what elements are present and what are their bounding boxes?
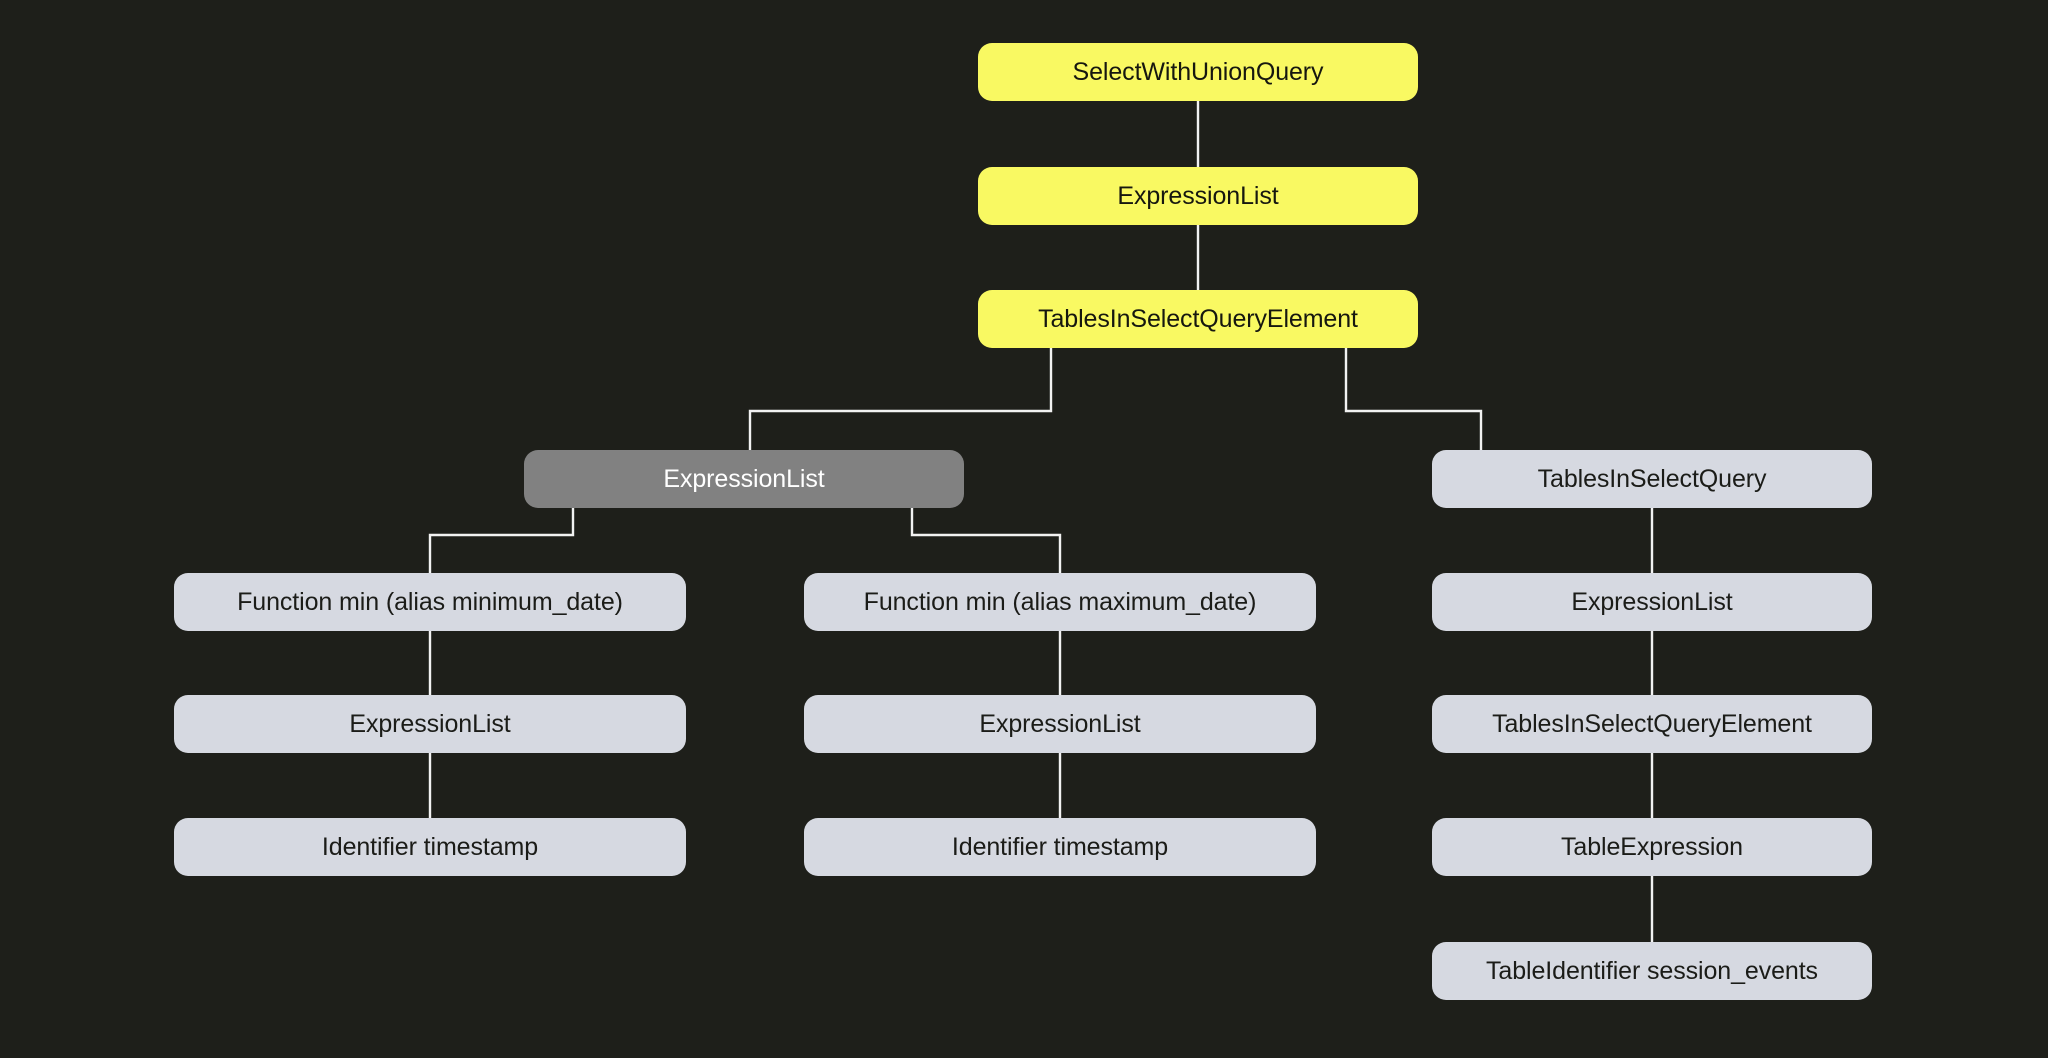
tree-node-n3[interactable]: ExpressionList <box>524 450 964 508</box>
tree-node-label: Function min (alias maximum_date) <box>863 587 1257 616</box>
tree-node-n0[interactable]: SelectWithUnionQuery <box>978 43 1418 101</box>
tree-node-n4[interactable]: TablesInSelectQuery <box>1432 450 1872 508</box>
tree-node-n2[interactable]: TablesInSelectQueryElement <box>978 290 1418 348</box>
tree-node-n8[interactable]: ExpressionList <box>174 695 686 753</box>
tree-node-label: ExpressionList <box>979 709 1141 738</box>
tree-node-n10[interactable]: TablesInSelectQueryElement <box>1432 695 1872 753</box>
tree-node-label: TablesInSelectQueryElement <box>1492 709 1812 738</box>
tree-node-n5[interactable]: Function min (alias minimum_date) <box>174 573 686 631</box>
tree-node-n12[interactable]: Identifier timestamp <box>804 818 1316 876</box>
tree-node-label: TableExpression <box>1561 832 1743 861</box>
tree-node-label: TablesInSelectQueryElement <box>1038 304 1358 333</box>
tree-node-n14[interactable]: TableIdentifier session_events <box>1432 942 1872 1000</box>
edge-n2-n4 <box>1344 346 1483 452</box>
tree-node-label: SelectWithUnionQuery <box>1072 57 1324 86</box>
tree-node-label: TablesInSelectQuery <box>1537 464 1767 493</box>
tree-node-n1[interactable]: ExpressionList <box>978 167 1418 225</box>
tree-node-label: ExpressionList <box>663 464 825 493</box>
tree-node-label: Identifier timestamp <box>321 832 539 861</box>
tree-node-label: ExpressionList <box>1571 587 1733 616</box>
tree-node-n7[interactable]: ExpressionList <box>1432 573 1872 631</box>
tree-node-n6[interactable]: Function min (alias maximum_date) <box>804 573 1316 631</box>
edge-n2-n3 <box>748 346 1053 452</box>
edge-n3-n6 <box>910 506 1062 575</box>
edge-n3-n5 <box>428 506 575 575</box>
tree-node-n13[interactable]: TableExpression <box>1432 818 1872 876</box>
tree-node-label: TableIdentifier session_events <box>1486 956 1818 985</box>
tree-node-label: Identifier timestamp <box>951 832 1169 861</box>
tree-node-label: ExpressionList <box>349 709 511 738</box>
tree-node-n9[interactable]: ExpressionList <box>804 695 1316 753</box>
tree-node-label: Function min (alias minimum_date) <box>237 587 623 616</box>
tree-node-label: ExpressionList <box>1117 181 1279 210</box>
tree-node-n11[interactable]: Identifier timestamp <box>174 818 686 876</box>
